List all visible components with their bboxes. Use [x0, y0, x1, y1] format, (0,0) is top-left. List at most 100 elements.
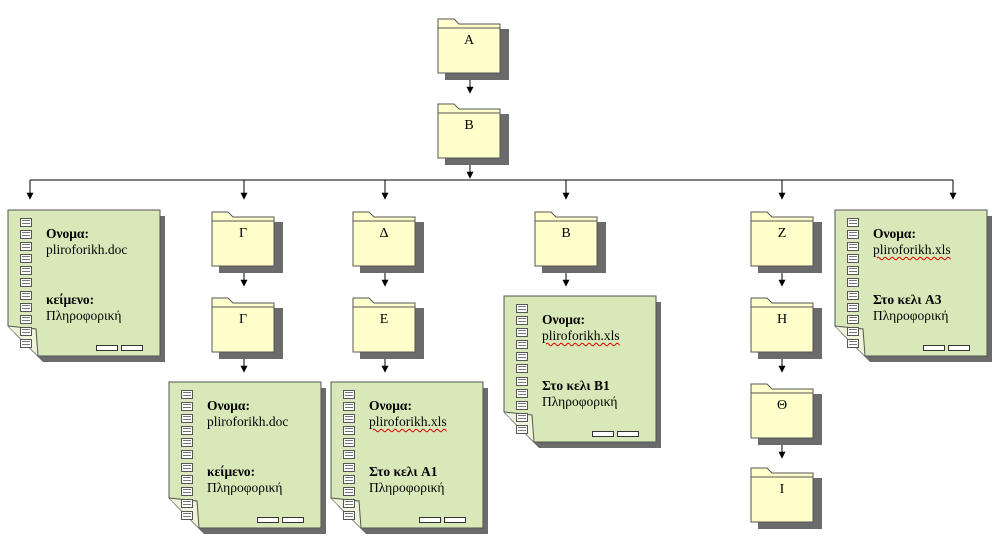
check-icon: [181, 510, 193, 520]
note-button: [923, 345, 945, 351]
folder-th: Θ: [750, 382, 822, 445]
check-icon: [847, 290, 859, 300]
check-icon: [181, 402, 193, 412]
check-icon: [181, 414, 193, 424]
folder-label: Ι: [779, 482, 785, 497]
check-icon: [847, 278, 859, 288]
check-icon: [847, 302, 859, 312]
check-icon: [343, 390, 355, 399]
note-label: Στο κελι B1: [542, 378, 610, 393]
note-shape: [503, 295, 661, 448]
check-icon: [343, 402, 355, 412]
check-icon: [516, 412, 528, 422]
note-filename: pliroforikh.xls: [873, 242, 993, 258]
folder-icon: [211, 211, 283, 273]
check-icon: [516, 376, 528, 386]
note-5: Ονομα: pliroforikh.xls Στο κελι A3 Πληρο…: [834, 209, 995, 362]
folder-icon: [211, 297, 283, 359]
check-icon: [516, 400, 528, 410]
note-1: Ονομα: pliroforikh.doc κείμενο: Πληροφορ…: [7, 209, 168, 362]
note-title: Ονομα:: [207, 398, 250, 413]
check-icon: [20, 242, 32, 252]
folder-label: A: [463, 33, 475, 48]
check-icon: [343, 474, 355, 484]
check-icon: [181, 486, 193, 496]
check-icon: [20, 230, 32, 240]
note-label: Στο κελι A3: [873, 292, 942, 307]
check-icon: [181, 474, 193, 484]
note-2: Ονομα: pliroforikh.doc κείμενο: Πληροφορ…: [168, 381, 329, 534]
spellcheck-filename: pliroforikh.xls: [873, 242, 951, 257]
check-icon: [847, 338, 859, 348]
check-icon: [20, 302, 32, 312]
note-value: Πληροφορική: [207, 480, 283, 495]
note-title: Ονομα:: [369, 398, 412, 413]
note-button: [617, 431, 639, 437]
checkbox-column: [847, 218, 861, 351]
folder-label: Γ: [238, 312, 248, 327]
note-buttons: [96, 338, 146, 356]
note-button: [592, 431, 614, 437]
note-value: Πληροφορική: [46, 308, 122, 323]
check-icon: [343, 462, 355, 472]
folder-icon: [750, 297, 822, 359]
note-shape: [330, 381, 488, 534]
check-icon: [20, 326, 32, 336]
note-button: [282, 517, 304, 523]
note-value: Πληροφορική: [873, 308, 949, 323]
note-title: Ονομα:: [46, 226, 89, 241]
check-icon: [516, 364, 528, 374]
note-label: Στο κελι A1: [369, 464, 438, 479]
note-shape: [834, 209, 992, 362]
folder-e: Ε: [352, 296, 424, 359]
check-icon: [516, 340, 528, 350]
folder-a: A: [437, 17, 509, 80]
note-label: κείμενο:: [46, 292, 95, 307]
note-buttons: [923, 338, 973, 356]
note-filename: pliroforikh.xls: [369, 414, 489, 430]
check-icon: [343, 426, 355, 436]
note-label: κείμενο:: [207, 464, 256, 479]
check-icon: [516, 352, 528, 362]
note-value: Πληροφορική: [369, 480, 445, 495]
note-button: [96, 345, 118, 351]
check-icon: [516, 316, 528, 326]
note-buttons: [592, 424, 642, 442]
folder-icon: [352, 297, 424, 359]
folder-label: B: [464, 118, 474, 133]
spellcheck-filename: pliroforikh.xls: [542, 328, 620, 343]
folder-icon: [750, 383, 822, 445]
check-icon: [847, 230, 859, 240]
note-buttons: [419, 510, 469, 528]
folder-label: Η: [776, 312, 788, 327]
note-button: [121, 345, 143, 351]
folder-label: Γ: [238, 226, 248, 241]
folder-label: Ζ: [777, 226, 787, 241]
folder-icon: [750, 467, 822, 529]
check-icon: [343, 414, 355, 424]
check-icon: [20, 218, 32, 227]
folder-g1: Γ: [211, 210, 283, 273]
check-icon: [20, 278, 32, 288]
note-4: Ονομα: pliroforikh.xls Στο κελι B1 Πληρο…: [503, 295, 664, 448]
folder-v: Β: [534, 210, 606, 273]
check-icon: [181, 462, 193, 472]
checkbox-column: [343, 390, 357, 523]
check-icon: [516, 328, 528, 338]
note-filename: pliroforikh.xls: [542, 328, 662, 344]
check-icon: [516, 388, 528, 398]
check-icon: [343, 486, 355, 496]
folder-icon: [352, 211, 424, 273]
check-icon: [847, 314, 859, 324]
check-icon: [847, 218, 859, 227]
note-filename: pliroforikh.doc: [46, 242, 128, 257]
check-icon: [20, 290, 32, 300]
note-button: [444, 517, 466, 523]
note-value: Πληροφορική: [542, 394, 618, 409]
check-icon: [20, 254, 32, 264]
folder-label: Β: [561, 226, 571, 241]
folder-icon: [750, 211, 822, 273]
note-filename: pliroforikh.doc: [207, 414, 289, 429]
check-icon: [181, 438, 193, 448]
